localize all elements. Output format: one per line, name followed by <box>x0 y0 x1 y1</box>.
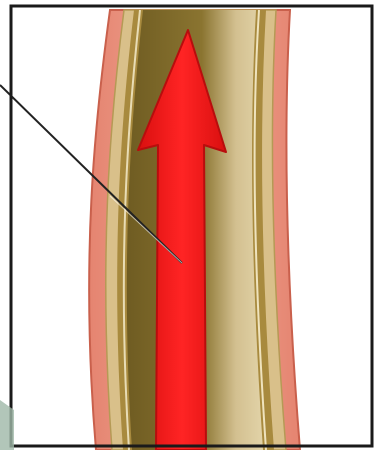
diagram-canvas <box>0 0 377 450</box>
vessel-diagram <box>0 0 377 450</box>
